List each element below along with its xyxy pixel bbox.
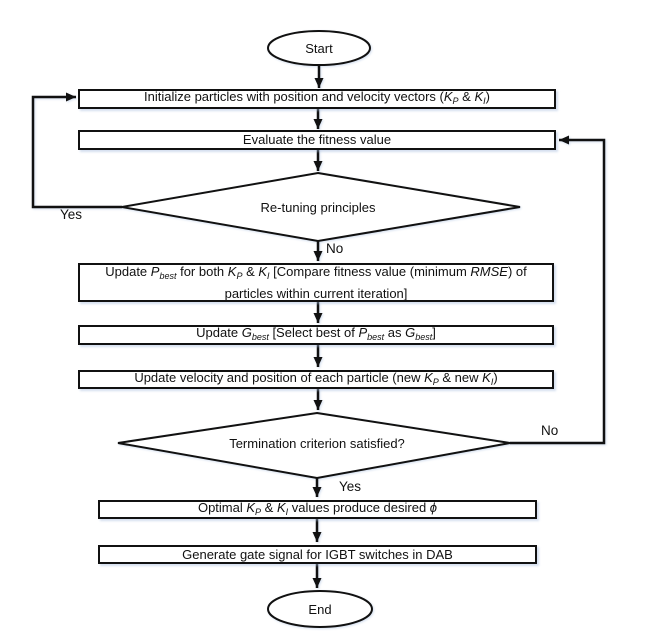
retuning-no-label: No <box>326 241 344 256</box>
process-update-velocity: Update velocity and position of each par… <box>78 370 554 389</box>
process-optimal-values: Optimal KP & KI values produce desired ϕ <box>98 500 537 519</box>
process-update-gbest: Update Gbest [Select best of Pbest as Gb… <box>78 325 554 345</box>
start-terminator <box>267 30 371 66</box>
termination-decision-diamond <box>117 411 511 480</box>
process-evaluate-fitness: Evaluate the fitness value <box>78 130 556 150</box>
retuning-yes-label: Yes <box>60 207 83 222</box>
retuning-decision-diamond <box>121 171 521 243</box>
end-terminator <box>267 590 373 628</box>
termination-no-label: No <box>541 423 559 438</box>
yes-loop-line <box>31 92 122 209</box>
process-initialize-particles: Initialize particles with position and v… <box>78 89 556 109</box>
no-loop-line <box>510 135 606 445</box>
termination-yes-label: Yes <box>339 479 362 494</box>
process-update-pbest: Update Pbest for both KP & KI [Compare f… <box>78 263 554 302</box>
process-generate-gate-signal: Generate gate signal for IGBT switches i… <box>98 545 537 564</box>
